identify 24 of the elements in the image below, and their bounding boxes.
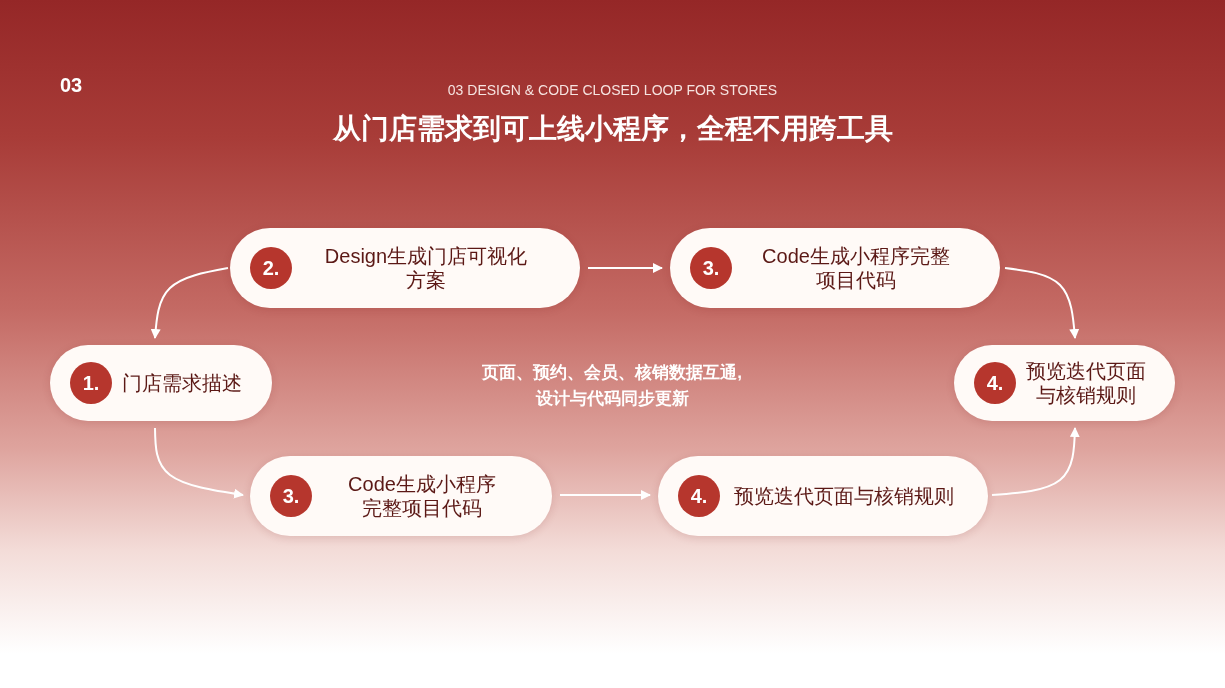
step-number: 4. <box>678 475 720 517</box>
step-number: 3. <box>270 475 312 517</box>
step-text: 门店需求描述 <box>122 371 242 395</box>
step-number: 4. <box>974 362 1016 404</box>
step-number: 2. <box>250 247 292 289</box>
step-pill <box>658 456 988 536</box>
step-text: Code生成小程序完整项目代码 <box>761 244 951 292</box>
step-number: 1. <box>70 362 112 404</box>
title: 从门店需求到可上线小程序，全程不用跨工具 <box>331 112 894 146</box>
step-pill <box>250 456 552 536</box>
section-number: 03 <box>60 73 84 98</box>
arrow <box>587 263 663 273</box>
arrow <box>991 427 1080 496</box>
step-text: 预览迭代页面与核销规则 <box>734 484 954 508</box>
arrow <box>154 427 244 499</box>
step-text: Design生成门店可视化方案 <box>323 244 529 292</box>
step-text: 预览迭代页面与核销规则 <box>1024 359 1147 407</box>
subtitle: 03 DESIGN & CODE CLOSED LOOP FOR STORES <box>446 81 779 100</box>
arrow <box>559 490 651 500</box>
step-number: 3. <box>690 247 732 289</box>
step-text: Code生成小程序完整项目代码 <box>347 472 497 520</box>
arrow <box>1004 267 1080 339</box>
arrow <box>150 267 229 339</box>
note: 页面、预约、会员、核销数据互通,设计与代码同步更新 <box>481 362 743 410</box>
